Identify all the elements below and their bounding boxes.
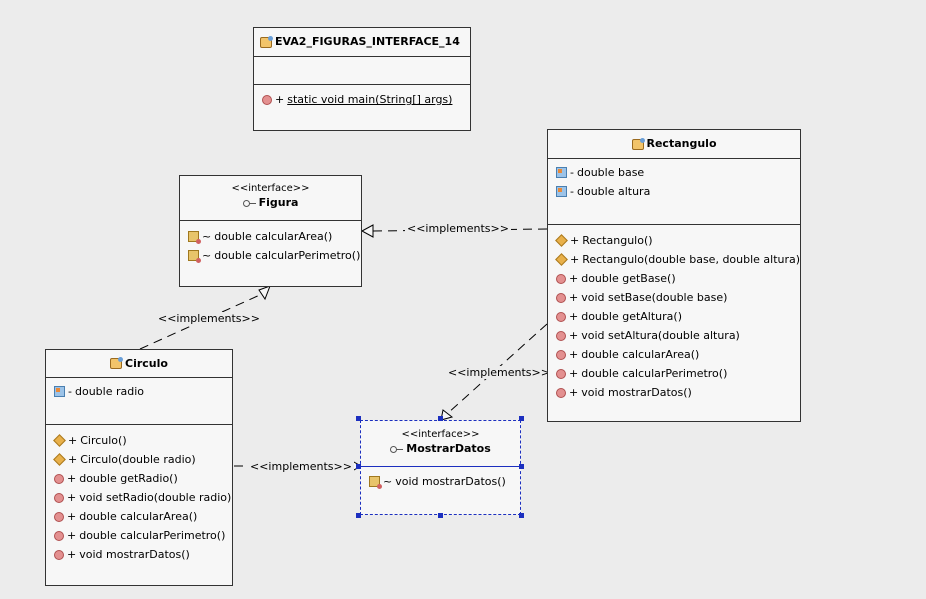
- public-method-icon: [54, 473, 64, 484]
- public-method-icon: [54, 511, 64, 522]
- method-row[interactable]: +Rectangulo(double base, double altura): [548, 250, 800, 269]
- class-rectangulo-methods: +Rectangulo() +Rectangulo(double base, d…: [548, 225, 800, 402]
- method-row[interactable]: +void setAltura(double altura): [548, 326, 800, 345]
- class-icon: [260, 35, 273, 48]
- class-circulo-methods: +Circulo() +Circulo(double radio) +doubl…: [46, 425, 232, 564]
- interface-icon: [242, 200, 256, 207]
- abstract-method-icon: [369, 476, 382, 489]
- public-method-icon: [556, 387, 566, 398]
- method-row[interactable]: +void setBase(double base): [548, 288, 800, 307]
- interface-figura-header: <<interface>> Figura: [180, 176, 361, 221]
- constructor-icon: [53, 434, 66, 447]
- constructor-icon: [555, 253, 568, 266]
- class-main[interactable]: EVA2_FIGURAS_INTERFACE_14 + static void …: [253, 27, 471, 131]
- field-row[interactable]: - double base: [548, 163, 800, 182]
- relation-label-rectangulo-figura: <<implements>>: [405, 222, 511, 235]
- constructor-icon: [555, 234, 568, 247]
- class-circulo-title: Circulo: [125, 356, 168, 370]
- method-row[interactable]: ~ double calcularArea(): [180, 227, 361, 246]
- interface-mostrardatos-header: <<interface>> MostrarDatos: [361, 421, 520, 467]
- class-rectangulo-header: Rectangulo: [548, 130, 800, 159]
- interface-icon: [390, 446, 404, 453]
- method-row[interactable]: +void setRadio(double radio): [46, 488, 232, 507]
- interface-figura[interactable]: <<interface>> Figura ~ double calcularAr…: [179, 175, 362, 287]
- resize-handle-bottom-left[interactable]: [356, 513, 361, 518]
- stereotype-label: <<interface>>: [401, 429, 480, 440]
- relation-label-rectangulo-mostrardatos: <<implements>>: [446, 366, 552, 379]
- public-method-icon: [556, 311, 566, 322]
- method-row[interactable]: +double calcularArea(): [46, 507, 232, 526]
- public-method-icon: [556, 330, 566, 341]
- resize-handle-bottom-right[interactable]: [519, 513, 524, 518]
- resize-handle-right[interactable]: [519, 464, 524, 469]
- class-rectangulo-title: Rectangulo: [646, 137, 717, 150]
- class-main-fields: [254, 57, 470, 85]
- method-row[interactable]: +double calcularPerimetro(): [548, 364, 800, 383]
- class-main-header: EVA2_FIGURAS_INTERFACE_14: [254, 28, 470, 57]
- abstract-method-icon: [188, 250, 201, 263]
- class-icon: [110, 357, 124, 369]
- method-row[interactable]: +double calcularArea(): [548, 345, 800, 364]
- class-circulo[interactable]: Circulo - double radio +Circulo() +Circu…: [45, 349, 233, 586]
- interface-figura-methods: ~ double calcularArea() ~ double calcula…: [180, 221, 361, 265]
- public-method-icon: [556, 349, 566, 360]
- public-method-icon: [54, 530, 64, 541]
- method-row[interactable]: +double getBase(): [548, 269, 800, 288]
- interface-mostrardatos-title: MostrarDatos: [406, 442, 491, 455]
- class-circulo-header: Circulo: [46, 350, 232, 378]
- interface-figura-title: Figura: [258, 196, 299, 209]
- class-main-methods: + static void main(String[] args): [254, 85, 470, 109]
- method-row[interactable]: +double getAltura(): [548, 307, 800, 326]
- public-method-icon: [556, 273, 566, 284]
- private-field-icon: [556, 167, 567, 178]
- arrowhead-rectangulo-mostrardatos: [440, 409, 454, 421]
- method-row[interactable]: +Circulo(double radio): [46, 450, 232, 469]
- public-method-icon: [556, 368, 566, 379]
- public-method-icon: [54, 492, 64, 503]
- stereotype-label: <<interface>>: [231, 183, 310, 194]
- public-method-icon: [556, 292, 566, 303]
- class-main-title: EVA2_FIGURAS_INTERFACE_14: [275, 35, 460, 48]
- interface-mostrardatos[interactable]: <<interface>> MostrarDatos ~ void mostra…: [360, 420, 521, 515]
- class-rectangulo[interactable]: Rectangulo - double base - double altura…: [547, 129, 801, 422]
- public-method-icon: [262, 94, 272, 105]
- method-row[interactable]: +void mostrarDatos(): [46, 545, 232, 564]
- relation-label-circulo-mostrardatos: <<implements>>: [248, 460, 354, 473]
- resize-handle-left[interactable]: [356, 464, 361, 469]
- constructor-icon: [53, 453, 66, 466]
- resize-handle-top-left[interactable]: [356, 416, 361, 421]
- private-field-icon: [54, 386, 65, 397]
- class-icon: [631, 137, 645, 150]
- resize-handle-top-right[interactable]: [519, 416, 524, 421]
- abstract-method-icon: [188, 231, 201, 244]
- method-row[interactable]: +Circulo(): [46, 431, 232, 450]
- resize-handle-bottom[interactable]: [438, 513, 443, 518]
- interface-mostrardatos-methods: ~ void mostrarDatos(): [361, 467, 520, 491]
- method-row[interactable]: +double calcularPerimetro(): [46, 526, 232, 545]
- relation-label-circulo-figura: <<implements>>: [156, 312, 262, 325]
- method-row[interactable]: ~ double calcularPerimetro(): [180, 246, 361, 265]
- class-circulo-fields: - double radio: [46, 378, 232, 425]
- method-row[interactable]: +void mostrarDatos(): [548, 383, 800, 402]
- field-row[interactable]: - double altura: [548, 182, 800, 201]
- field-row[interactable]: - double radio: [46, 382, 232, 401]
- private-field-icon: [556, 186, 567, 197]
- arrowhead-rectangulo-figura: [360, 224, 374, 238]
- method-row[interactable]: + static void main(String[] args): [254, 90, 470, 109]
- method-row[interactable]: +double getRadio(): [46, 469, 232, 488]
- method-row[interactable]: ~ void mostrarDatos(): [361, 472, 520, 491]
- method-row[interactable]: +Rectangulo(): [548, 231, 800, 250]
- public-method-icon: [54, 549, 64, 560]
- class-rectangulo-fields: - double base - double altura: [548, 159, 800, 225]
- resize-handle-top[interactable]: [438, 416, 443, 421]
- arrowhead-circulo-figura: [258, 285, 271, 301]
